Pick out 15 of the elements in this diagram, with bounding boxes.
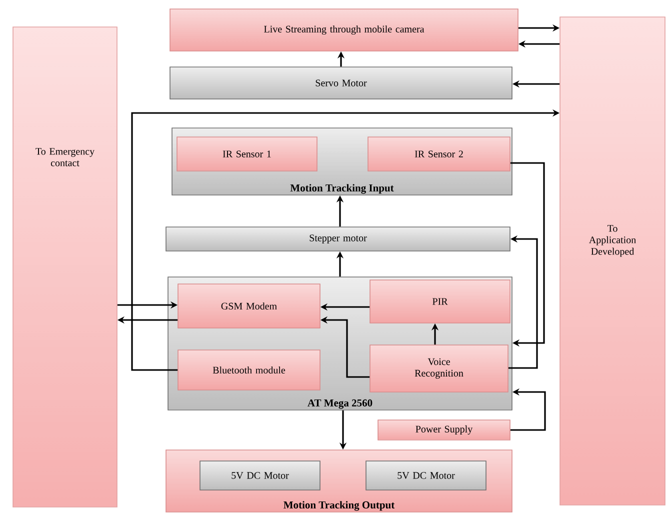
process-box: Stepper motor [166,226,510,252]
destination-box: To Application Developed [560,16,666,506]
process-box: GSM Modem [178,284,320,328]
arrow [510,162,545,347]
process-box: Voice Recognition [370,344,508,392]
process-box: 5V DC Motor [200,460,320,490]
process-box: Live Streaming through mobile camera [170,8,518,52]
process-box: IR Sensor 2 [368,136,510,172]
process-box: IR Sensor 1 [176,136,318,172]
process-box: Servo Motor [170,66,512,100]
process-box: Bluetooth module [178,350,320,390]
destination-box: To Emergency contact [12,26,118,508]
process-box: 5V DC Motor [366,460,486,490]
process-box: PIR [370,280,510,324]
process-box: Power Supply [378,420,510,440]
